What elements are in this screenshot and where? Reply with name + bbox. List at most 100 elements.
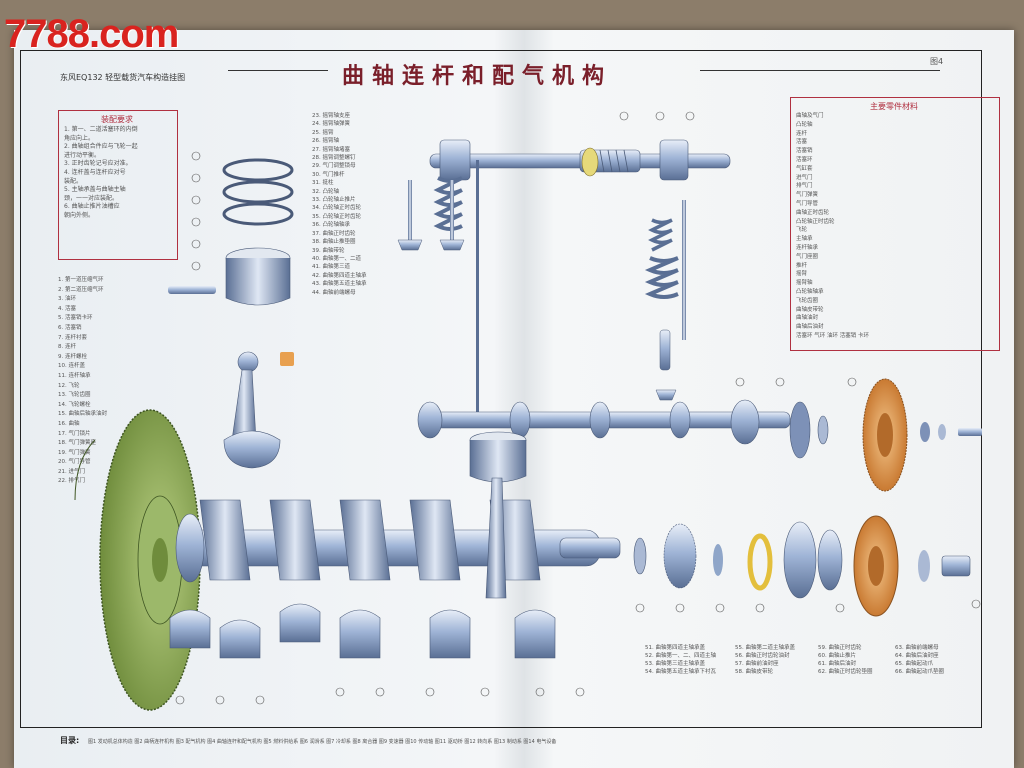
- assembly-requirement-line: 4. 连杆盖与连杆应对号: [64, 168, 126, 176]
- part-label: 3. 油环: [58, 296, 76, 303]
- part-label: 26. 摇臂轴: [312, 138, 339, 145]
- legend-item: 65. 曲轴起动爪: [895, 661, 933, 667]
- legend-item: 51. 曲轴第四道主轴承盖: [645, 645, 705, 651]
- assembled-piston-rod: [469, 431, 527, 599]
- material-line: 飞轮齿圈: [796, 297, 819, 304]
- material-line: 连杆轴承: [796, 244, 819, 251]
- part-label: 12. 飞轮: [58, 382, 80, 389]
- material-line: 凸轮轴轴承: [796, 288, 824, 295]
- material-line: 摇臂轴: [796, 280, 813, 287]
- materials-text: 曲轴及气门凸轮轴连杆活塞活塞销活塞环气缸套进气门排气门气门弹簧气门导管曲轴正时齿…: [796, 112, 869, 341]
- part-label: 39. 曲轴带轮: [312, 247, 345, 254]
- rocker-shaft: [429, 139, 731, 181]
- footer-index: 图1 发动机总体构造 图2 曲柄连杆机构 图3 配气机构 图4 曲轴连杆和配气机…: [88, 739, 557, 745]
- valve-spring-right: [644, 200, 686, 401]
- material-line: 气门导管: [796, 200, 819, 207]
- material-line: 气缸套: [796, 165, 813, 172]
- legend-item: 66. 曲轴起动爪垫圈: [895, 669, 944, 675]
- legend-item: 64. 曲轴后油封座: [895, 653, 939, 659]
- part-label: 1. 第一道压缩气环: [58, 277, 104, 283]
- legend-item: 57. 曲轴前油封座: [735, 661, 779, 667]
- legend-column-4: 63. 曲轴前端螺母 64. 曲轴后油封座 65. 曲轴起动爪 66. 曲轴起动爪垫圈: [895, 644, 944, 676]
- assembly-requirement-line: 角应向上。: [64, 134, 95, 142]
- material-line: 飞轮: [796, 227, 808, 234]
- assembly-requirement-line: 6. 曲轴止推片油槽应: [64, 203, 120, 211]
- poster-frame: [20, 50, 982, 728]
- legend-item: 56. 曲轴正时齿轮油封: [735, 653, 790, 659]
- material-line: 排气门: [796, 183, 813, 190]
- legend-item: 53. 曲轴第三道主轴承盖: [645, 661, 705, 667]
- assembly-requirement-line: 3. 正时齿轮记号应对准。: [64, 160, 132, 168]
- part-label: 16. 曲轴: [58, 420, 80, 427]
- part-label: 14. 飞轮螺栓: [58, 401, 91, 408]
- assembly-requirement-line: 2. 曲轴组合件应与飞轮一起: [64, 143, 138, 151]
- part-label: 42. 曲轴第四道主轴承: [312, 272, 367, 279]
- assembly-requirement-line: 朝向外侧。: [64, 211, 95, 219]
- part-label: 31. 挺柱: [312, 180, 334, 187]
- assembly-requirement-line: 颈，一一对应装配。: [64, 194, 119, 202]
- assembly-requirement-line: 5. 主轴承盖与曲轴主轴: [64, 186, 126, 194]
- piston-rings: [222, 158, 294, 226]
- part-label: 13. 飞轮齿圈: [58, 392, 91, 399]
- part-label: 18. 气门弹簧座: [58, 440, 96, 447]
- legend-item: 54. 曲轴第五道主轴承下衬瓦: [645, 669, 716, 675]
- legend-item: 63. 曲轴前端螺母: [895, 645, 939, 651]
- assembly-requirements-box: [58, 110, 178, 260]
- title-rule-right: [700, 70, 940, 71]
- material-line: 活塞: [796, 139, 808, 146]
- part-label: 15. 曲轴后轴承油封: [58, 411, 107, 418]
- legend-item: 61. 曲轴后油封: [818, 661, 856, 667]
- part-label: 27. 摇臂轴堵塞: [312, 146, 350, 153]
- material-line: 气门座圈: [796, 253, 819, 260]
- material-line: 连杆: [796, 130, 808, 137]
- material-line: 推杆: [796, 262, 808, 269]
- material-line: 活塞环: [796, 156, 813, 163]
- crankshaft: [175, 499, 621, 583]
- part-label: 10. 连杆盖: [58, 363, 85, 370]
- part-label: 17. 气门锁片: [58, 430, 91, 437]
- material-line: 进气门: [796, 174, 813, 181]
- site-watermark: 7788.com: [4, 12, 179, 56]
- connecting-rod: [223, 351, 294, 469]
- valve-spring-left: [397, 176, 465, 251]
- part-label: 8. 连杆: [58, 344, 76, 351]
- material-line: 活塞环 气环 油环 活塞销 卡环: [796, 332, 869, 339]
- part-label: 33. 凸轮轴止推片: [312, 197, 356, 204]
- footer-label: 目录:: [60, 736, 80, 745]
- legend-item: 59. 曲轴正时齿轮: [818, 645, 862, 651]
- assembly-requirement-line: 1. 第一、二道活塞环的内倒: [64, 126, 138, 133]
- assembly-requirements-title: 装配要求: [101, 115, 133, 124]
- assembly-requirement-line: 装配。: [64, 177, 83, 185]
- part-label: 40. 曲轴第一、二道: [312, 255, 361, 262]
- part-label: 24. 摇臂轴弹簧: [312, 121, 350, 128]
- part-label: 30. 气门推杆: [312, 171, 345, 178]
- part-label: 25. 摇臂: [312, 129, 334, 136]
- assembly-requirement-line: 进行动平衡。: [64, 151, 101, 159]
- part-label: 22. 排气门: [58, 478, 85, 485]
- materials-title: 主要零件材料: [870, 102, 918, 111]
- part-label: 4. 活塞: [58, 305, 76, 312]
- part-label: 34. 凸轮轴正时齿轮: [312, 205, 361, 212]
- camshaft: [417, 399, 791, 445]
- callout-markers: [175, 111, 981, 705]
- material-line: 凸轮轴正时齿轮: [796, 218, 835, 225]
- legend-item: 58. 曲轴皮带轮: [735, 669, 773, 675]
- material-line: 曲轴油封: [796, 315, 819, 322]
- material-line: 气门弹簧: [796, 192, 819, 199]
- materials-box: [790, 97, 1000, 351]
- title-rule-left: [228, 70, 328, 71]
- assembly-requirements-text: 1. 第一、二道活塞环的内倒角应向上。2. 曲轴组合件应与飞轮一起进行动平衡。3…: [64, 126, 138, 221]
- legend-item: 62. 曲轴正时齿轮垫圈: [818, 669, 873, 675]
- material-line: 曲轴正时齿轮: [796, 209, 830, 216]
- part-label: 5. 活塞销卡环: [58, 315, 93, 322]
- part-label: 36. 凸轮轴轴承: [312, 222, 350, 229]
- material-line: 凸轮轴: [796, 121, 813, 128]
- part-label: 9. 连杆螺栓: [58, 353, 87, 360]
- page-number: 图4: [930, 57, 944, 66]
- material-line: 摇臂: [796, 271, 808, 278]
- poster-subtitle: 东风EQ132 轻型载货汽车构造挂图: [60, 73, 186, 82]
